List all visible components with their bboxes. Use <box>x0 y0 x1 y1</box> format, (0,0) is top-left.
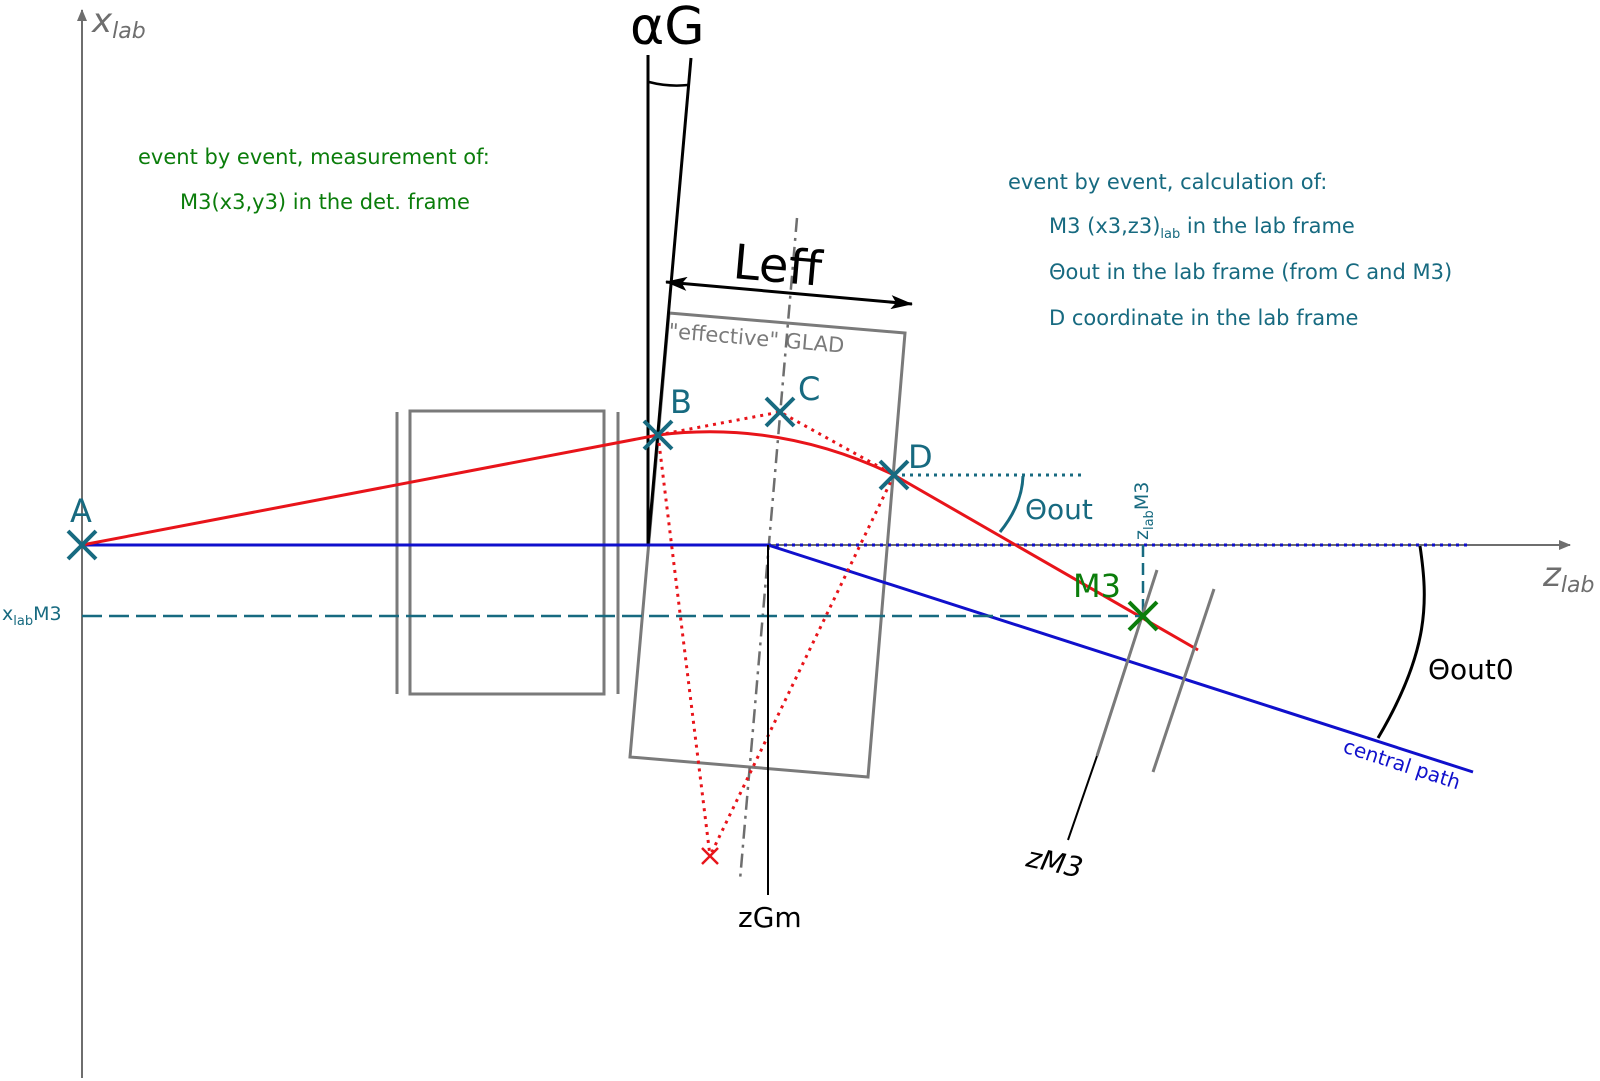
point-d-label: D <box>908 438 933 476</box>
zm3-label: zM3 <box>1023 840 1086 884</box>
alpha-g-tilted-line <box>646 57 693 546</box>
red-cross-marker <box>701 847 719 865</box>
point-b-marker <box>642 419 674 451</box>
theta-out-label: Θout <box>1025 493 1093 526</box>
point-c-label: C <box>798 370 820 408</box>
point-d-marker <box>878 459 910 491</box>
downstream-plane-1 <box>1095 569 1159 757</box>
calculation-note-line3: D coordinate in the lab frame <box>1049 306 1358 330</box>
x-lab-axis-label: xlab <box>91 1 146 44</box>
zlab-m3-label: zlabM3 <box>1131 482 1157 540</box>
track-a-to-b <box>81 433 659 547</box>
effective-glad-magnet <box>628 311 907 779</box>
point-m3-label: M3 <box>1073 567 1121 605</box>
calculation-note-title: event by event, calculation of: <box>1008 170 1327 194</box>
construction-b-c-d <box>657 410 895 477</box>
construction-d-to-x <box>708 474 896 857</box>
theta-out0-label: Θout0 <box>1428 653 1514 686</box>
theta-out0-arc <box>1376 545 1426 739</box>
zgm-label: zGm <box>738 901 802 934</box>
measurement-note-title: event by event, measurement of: <box>138 145 490 169</box>
point-a-label: A <box>70 492 92 530</box>
xlab-m3-label: xlabM3 <box>2 603 62 629</box>
alpha-g-arc <box>648 80 689 87</box>
upstream-detector-box <box>408 409 606 696</box>
point-b-label: B <box>670 383 692 421</box>
downstream-plane-2 <box>1151 588 1216 773</box>
measurement-note-line1: M3(x3,y3) in the det. frame <box>180 190 470 214</box>
calculation-note-line1: M3 (x3,z3)lab in the lab frame <box>1049 214 1355 242</box>
point-a-marker <box>66 529 98 561</box>
leff-label: Leff <box>731 234 825 298</box>
theta-out-arc <box>998 475 1025 533</box>
alpha-g-label: αG <box>630 0 705 57</box>
construction-b-to-x <box>656 434 712 857</box>
point-c-marker <box>764 396 796 428</box>
z-lab-axis-label: zlab <box>1542 555 1594 598</box>
central-path-deflected <box>767 543 1474 774</box>
calculation-note-line2: Θout in the lab frame (from C and M3) <box>1049 260 1452 284</box>
track-in-magnet <box>657 430 895 477</box>
leff-dimension-arrow <box>665 276 913 310</box>
point-m3-marker <box>1127 600 1159 632</box>
zm3-line <box>1067 755 1098 841</box>
